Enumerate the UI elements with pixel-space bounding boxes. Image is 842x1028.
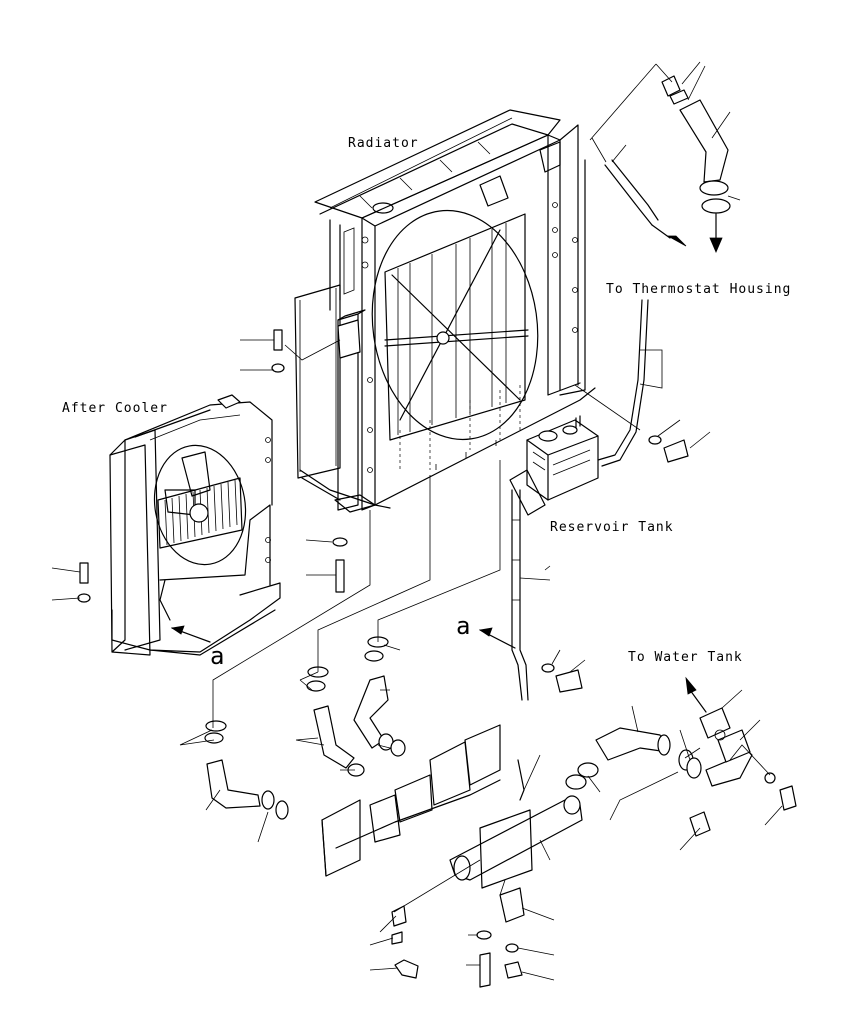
ref-mark-a-left: a bbox=[210, 642, 224, 670]
radiator bbox=[294, 109, 596, 513]
label-reservoir-tank: Reservoir Tank bbox=[550, 520, 674, 535]
ref-mark-a-right: a bbox=[456, 612, 470, 640]
leader-lines bbox=[51, 61, 783, 981]
label-radiator: Radiator bbox=[348, 136, 419, 151]
reservoir-tank bbox=[478, 299, 649, 701]
label-to-water-tank: To Water Tank bbox=[628, 650, 743, 665]
upper-hose-parts bbox=[591, 75, 731, 254]
after-cooler bbox=[109, 394, 281, 656]
label-after-cooler: After Cooler bbox=[62, 401, 168, 416]
label-to-thermostat-housing: To Thermostat Housing bbox=[606, 282, 791, 297]
